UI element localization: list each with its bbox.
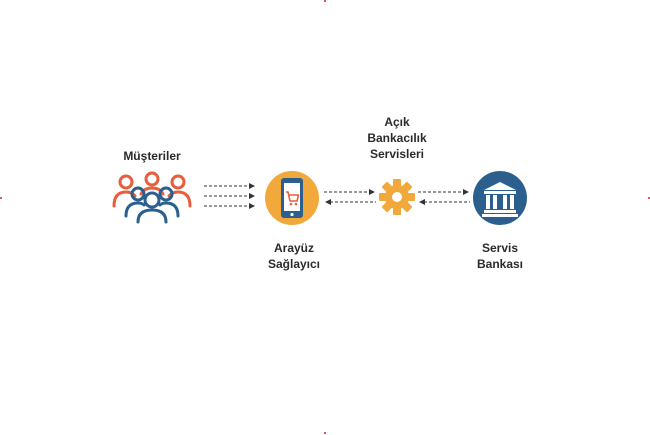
interface-provider-label: Arayüz Sağlayıcı (267, 241, 321, 271)
customers-label: Müşteriler (123, 149, 181, 163)
gear-icon (379, 179, 415, 215)
edge-dot (648, 197, 650, 199)
provider-openbanking-arrows (324, 189, 376, 205)
smartphone-cart-icon (265, 171, 319, 225)
customers-to-provider-arrows (204, 183, 255, 209)
service-bank-label: Servis Bankası (476, 241, 524, 271)
bank-building-icon (473, 171, 527, 225)
edge-dot (324, 432, 326, 434)
open-banking-services-label: Açık Bankacılık Servisleri (367, 115, 427, 161)
edge-dot (324, 0, 326, 2)
people-group-icon (112, 171, 192, 224)
openbanking-bank-arrows (418, 189, 470, 205)
edge-dot (0, 197, 2, 199)
